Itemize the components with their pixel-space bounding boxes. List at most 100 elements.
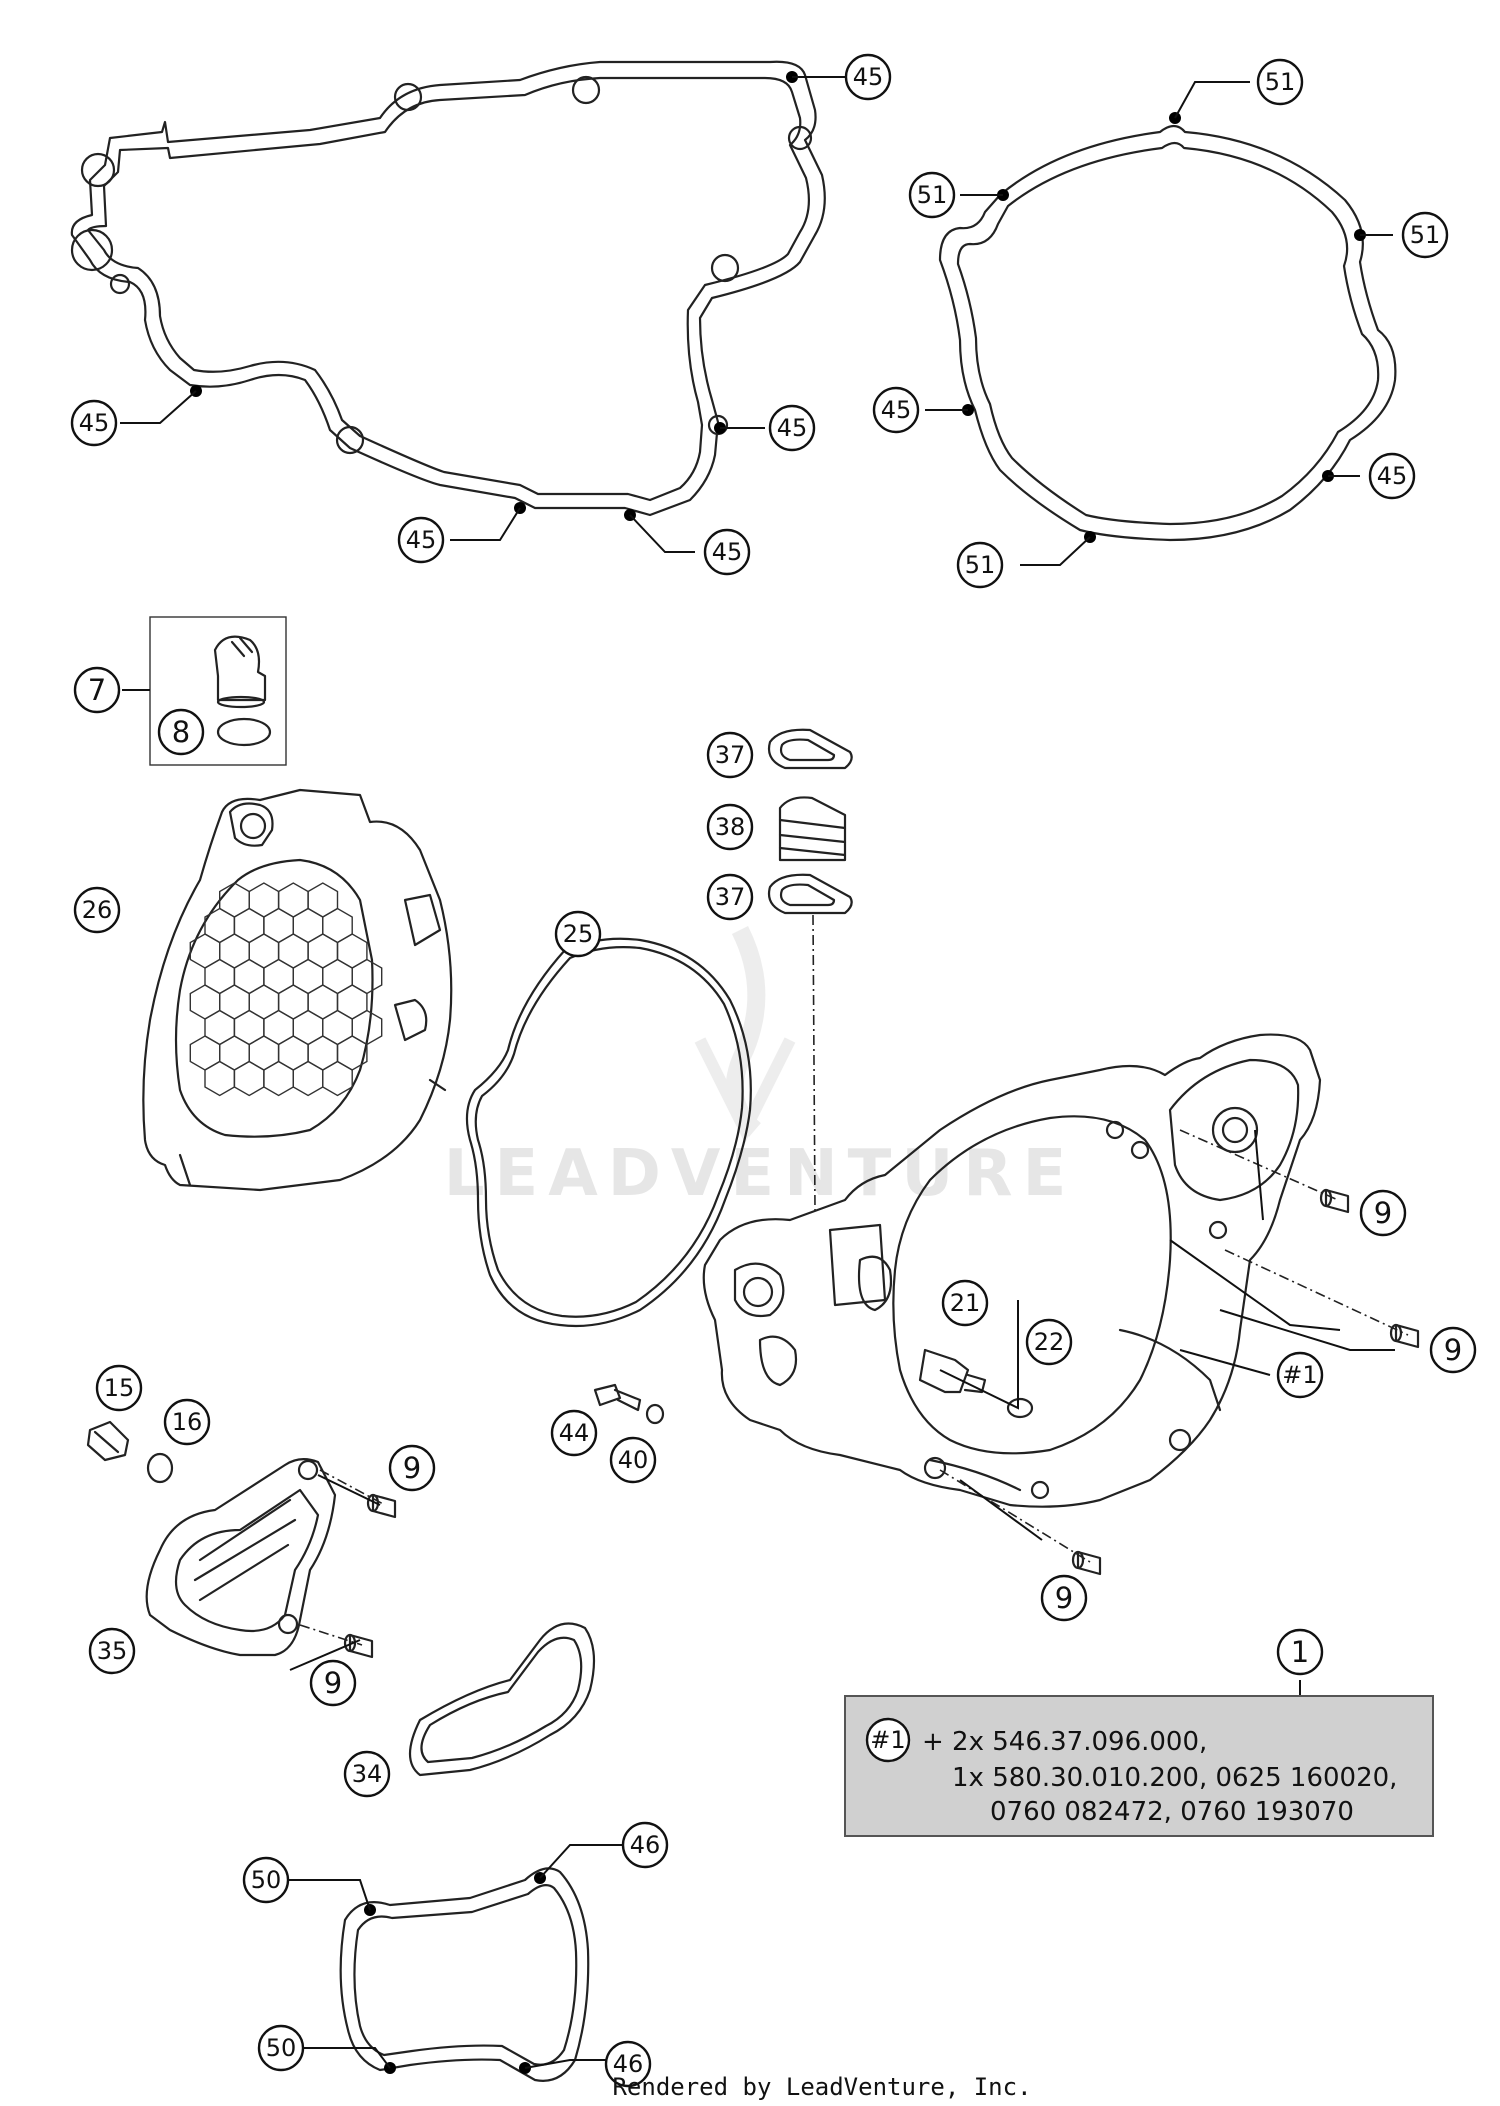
callout-29: 9: [309, 1659, 357, 1707]
dowel-sleeve: [1324, 1188, 1350, 1214]
honeycomb-cell: [233, 907, 265, 944]
callout-circle: [706, 731, 754, 779]
note-line-3: 0760 082472, 0760 193070: [990, 1797, 1354, 1827]
footer-credit: Rendered by LeadVenture, Inc.: [612, 2073, 1031, 2101]
callout-circle: [1276, 1628, 1324, 1676]
sleeve-assembly-line: [1224, 1249, 1409, 1336]
callout-label: 45: [853, 63, 884, 91]
callout-circle: [1429, 1326, 1477, 1374]
callout-circle: [956, 541, 1004, 589]
callout-3: 45: [397, 516, 445, 564]
callout-9: 45: [1368, 452, 1416, 500]
sleeve-assembly-line: [299, 1624, 363, 1646]
callout-0: 45: [844, 53, 892, 101]
plug-21: [918, 1348, 987, 1394]
honeycomb-cell: [336, 933, 368, 969]
note-line-1: + 2x 546.37.096.000,: [922, 1727, 1207, 1757]
seal-37-bottom: [767, 873, 853, 915]
callout-19: 9: [1429, 1326, 1477, 1374]
callout-17: 37: [706, 873, 754, 921]
honeycomb-cell: [233, 1009, 265, 1046]
callout-circle: [1276, 1351, 1324, 1399]
honeycomb-cell: [336, 984, 368, 1020]
callout-circle: [257, 2024, 305, 2072]
callout-label: 45: [881, 396, 912, 424]
callout-label: 26: [82, 896, 113, 924]
callout-label: 1: [1291, 1635, 1309, 1669]
callout-label: 9: [403, 1451, 421, 1485]
honeycomb-cell: [277, 882, 309, 918]
assembly-line-seals: [812, 914, 816, 1211]
callout-2: 45: [768, 404, 816, 452]
clutch-cover-seal: [465, 937, 752, 1328]
honeycomb-cell: [189, 984, 221, 1020]
honeycomb-cell: [322, 1060, 353, 1097]
callout-circle: [1401, 211, 1449, 259]
callout-circle: [872, 386, 920, 434]
callout-circle: [844, 53, 892, 101]
callout-circle: [88, 1627, 136, 1675]
honeycomb-cell: [351, 958, 383, 995]
callout-label: 51: [917, 181, 948, 209]
honeycomb-cell: [307, 882, 339, 918]
note-ref-label: #1: [870, 1726, 905, 1754]
washer-22: [1006, 1397, 1034, 1419]
leader-lines: [120, 76, 1395, 2069]
note-line-2: 1x 580.30.010.200, 0625 160020,: [952, 1763, 1397, 1793]
dowel-sleeve-end: [1071, 1550, 1085, 1570]
callout-22: #1: [1276, 1351, 1324, 1399]
dowel-sleeve: [371, 1493, 397, 1519]
callout-23: 15: [95, 1364, 143, 1412]
callout-circle: [621, 1821, 669, 1869]
callout-20: 21: [941, 1279, 989, 1327]
callout-circle: [95, 1364, 143, 1412]
callout-label: 37: [715, 741, 746, 769]
callout-label: 45: [712, 538, 743, 566]
honeycomb-cell: [248, 984, 280, 1020]
callout-label: 15: [104, 1374, 135, 1402]
honeycomb-cell: [322, 958, 353, 995]
callout-33: 50: [242, 1856, 290, 1904]
callout-21: 22: [1025, 1318, 1073, 1366]
watermark-text: LEADVENTURE: [444, 1137, 1077, 1211]
honeycomb-grille: [189, 882, 383, 1097]
breather-kit-box: [149, 616, 287, 766]
honeycomb-cell: [292, 907, 324, 944]
callout-circle: [550, 1409, 598, 1457]
callout-label: 51: [1410, 221, 1441, 249]
callout-4: 45: [703, 528, 751, 576]
callout-36: 46: [604, 2040, 652, 2088]
honeycomb-cell: [248, 933, 280, 969]
callout-24: 16: [163, 1398, 211, 1446]
callout-circle: [309, 1659, 357, 1707]
screw-44: [593, 1383, 642, 1412]
callout-16: 38: [706, 803, 754, 851]
honeycomb-cell: [292, 1060, 324, 1097]
honeycomb-cell: [263, 1009, 294, 1046]
callout-circle: [604, 2040, 652, 2088]
callout-label: 38: [715, 813, 746, 841]
honeycomb-cell: [233, 958, 265, 995]
callout-27: 40: [609, 1436, 657, 1484]
callout-label: 37: [715, 883, 746, 911]
dowel-sleeve: [1076, 1550, 1102, 1576]
callout-circle: [1368, 452, 1416, 500]
callout-label: 21: [950, 1289, 981, 1317]
callout-8: 45: [872, 386, 920, 434]
water-pump-gasket: [409, 1622, 596, 1777]
dowel-sleeve-end: [1319, 1188, 1333, 1208]
water-pump-cover: [145, 1458, 337, 1657]
ignition-cover-gasket: [938, 124, 1397, 542]
callout-label: 50: [251, 1866, 282, 1894]
callout-circle: [343, 1750, 391, 1798]
honeycomb-cell: [322, 1009, 353, 1046]
sleeve-assembly-line: [939, 1469, 1091, 1563]
honeycomb-cell: [204, 1009, 236, 1046]
callout-11: 7: [73, 666, 121, 714]
callout-circle: [706, 803, 754, 851]
sleeve-assembly-line: [319, 1469, 386, 1506]
honeycomb-cell: [292, 958, 324, 995]
honeycomb-cell: [248, 1035, 280, 1071]
honeycomb-cell: [263, 907, 294, 944]
callout-label: 35: [97, 1637, 128, 1665]
